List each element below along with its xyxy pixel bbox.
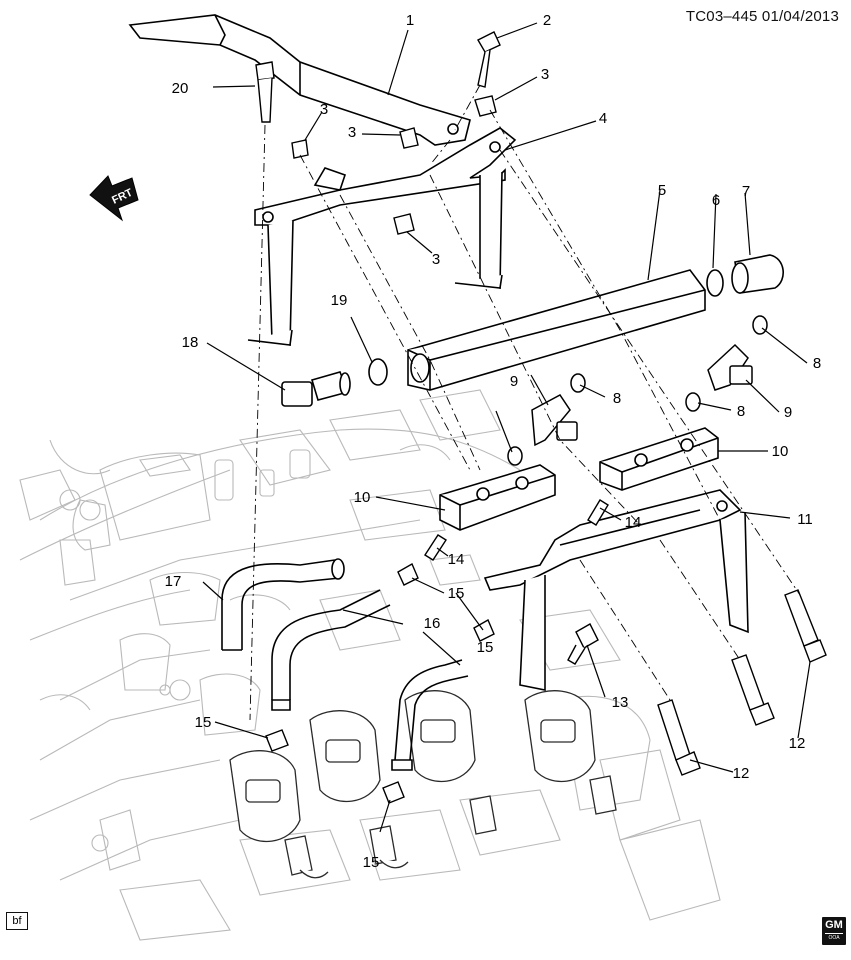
part-6-7-plug bbox=[706, 254, 784, 297]
callout-1: 1 bbox=[406, 12, 414, 29]
callout-8c: 8 bbox=[737, 403, 745, 420]
callout-labels: 1 2 3 3 3 3 4 5 6 7 8 8 8 9 9 10 10 11 1… bbox=[165, 12, 822, 871]
part-15-clamps bbox=[265, 563, 495, 804]
callout-3d: 3 bbox=[432, 251, 440, 268]
callout-11: 11 bbox=[797, 511, 813, 528]
ignition-coils bbox=[229, 690, 617, 879]
callout-3c: 3 bbox=[348, 124, 356, 141]
callout-10a: 10 bbox=[354, 489, 371, 506]
callout-15d: 15 bbox=[363, 854, 380, 871]
part-18-19-sensor bbox=[281, 358, 388, 407]
part-10-spacers bbox=[439, 427, 719, 531]
corner-tag: bf bbox=[6, 912, 28, 930]
callout-5: 5 bbox=[658, 182, 666, 199]
callout-10b: 10 bbox=[772, 443, 789, 460]
gm-logo: GM OOA bbox=[822, 917, 846, 945]
diagram-header: TC03–445 01/04/2013 bbox=[686, 8, 839, 25]
callout-4: 4 bbox=[599, 110, 607, 127]
callout-8b: 8 bbox=[613, 390, 621, 407]
callout-8a: 8 bbox=[813, 355, 821, 372]
callout-9a: 9 bbox=[510, 373, 518, 390]
part-5-fuel-rail bbox=[407, 269, 706, 391]
callout-12b: 12 bbox=[789, 735, 806, 752]
gm-logo-text: GM bbox=[825, 919, 843, 931]
front-arrow-icon: FRT bbox=[89, 175, 139, 222]
callout-18: 18 bbox=[182, 334, 199, 351]
callout-16: 16 bbox=[424, 615, 441, 632]
part-1-bracket-strap bbox=[128, 14, 471, 146]
callout-15a: 15 bbox=[448, 585, 465, 602]
callout-14a: 14 bbox=[448, 551, 465, 568]
callout-3b: 3 bbox=[320, 101, 328, 118]
engine-background bbox=[19, 389, 721, 941]
gm-logo-sub: OOA bbox=[825, 933, 843, 942]
callout-13: 13 bbox=[612, 694, 629, 711]
callout-3a: 3 bbox=[541, 66, 549, 83]
callout-20: 20 bbox=[172, 80, 189, 97]
part-4-rail-bracket bbox=[247, 127, 517, 347]
callout-9b: 9 bbox=[784, 404, 792, 421]
callout-7: 7 bbox=[742, 183, 750, 200]
callout-2: 2 bbox=[543, 12, 551, 29]
part-16-17-hoses bbox=[221, 558, 469, 771]
callout-17: 17 bbox=[165, 573, 182, 590]
part-11-lower-bracket bbox=[483, 489, 749, 691]
callout-15c: 15 bbox=[195, 714, 212, 731]
alignment-lines bbox=[249, 84, 801, 721]
leader-lines bbox=[202, 22, 811, 833]
callout-15b: 15 bbox=[477, 639, 494, 656]
diagram-date: 01/04/2013 bbox=[761, 8, 839, 25]
diagram-code: TC03–445 bbox=[685, 8, 758, 25]
callout-14b: 14 bbox=[625, 514, 642, 531]
callout-6: 6 bbox=[712, 192, 720, 209]
callout-19: 19 bbox=[331, 292, 348, 309]
part-8-9-injectors bbox=[507, 315, 768, 466]
callout-12a: 12 bbox=[733, 765, 750, 782]
part-14-fittings bbox=[424, 499, 609, 561]
